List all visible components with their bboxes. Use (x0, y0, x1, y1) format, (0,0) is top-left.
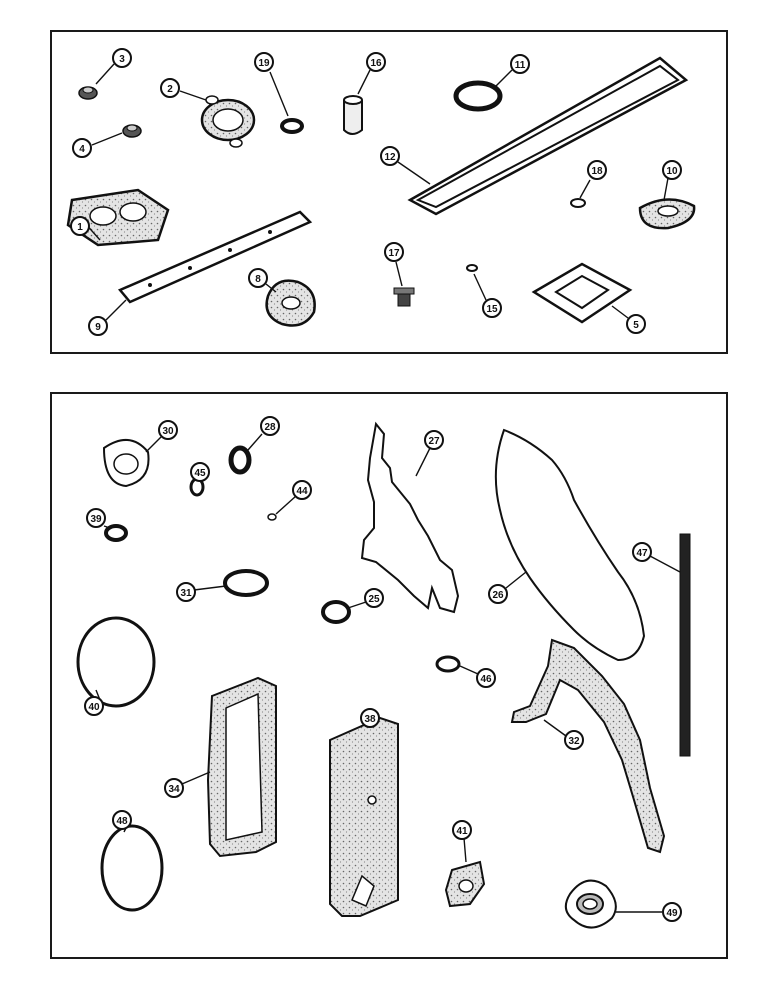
part-5-square-gasket (531, 262, 633, 324)
part-31-ring (223, 569, 269, 597)
part-12-long-gasket (407, 56, 689, 216)
svg-text:30: 30 (162, 426, 174, 437)
callout-40: 40 (84, 689, 104, 716)
part-48-ring (435, 655, 461, 673)
part-41-flange (444, 860, 486, 908)
svg-text:44: 44 (296, 486, 308, 497)
part-40-oring (76, 616, 156, 708)
svg-text:48: 48 (116, 816, 128, 827)
callout-10: 10 (662, 160, 682, 201)
svg-text:46: 46 (480, 674, 492, 685)
callout-47: 47 (632, 542, 681, 573)
callout-5: 5 (611, 305, 646, 334)
svg-text:19: 19 (258, 58, 270, 69)
callout-4: 4 (72, 132, 123, 158)
svg-text:16: 16 (370, 58, 382, 69)
part-38-cover-plate (329, 716, 399, 917)
callout-3: 3 (95, 48, 132, 85)
part-27-cover-gasket (360, 421, 460, 614)
callout-27: 27 (415, 430, 444, 477)
callout-1: 1 (70, 216, 101, 241)
callout-18: 18 (579, 160, 607, 199)
svg-text:1: 1 (77, 222, 83, 233)
callout-30: 30 (145, 420, 178, 453)
part-46-oring (100, 824, 164, 912)
callout-49: 49 (616, 902, 682, 922)
svg-text:27: 27 (428, 436, 440, 447)
svg-text:39: 39 (90, 514, 102, 525)
callout-25: 25 (347, 588, 384, 609)
part-30-gasket (102, 439, 150, 488)
callout-45: 45 (190, 462, 210, 482)
callout-39: 39 (86, 508, 111, 529)
part-11-seal (453, 80, 503, 112)
part-8-flange-gasket (265, 279, 316, 327)
svg-text:49: 49 (666, 908, 678, 919)
part-39-ring (104, 524, 128, 542)
svg-text:41: 41 (456, 826, 468, 837)
svg-text:38: 38 (364, 714, 376, 725)
callout-38: 38 (360, 708, 380, 728)
svg-text:40: 40 (88, 702, 100, 713)
callout-2: 2 (160, 78, 207, 101)
svg-text:18: 18 (591, 166, 603, 177)
svg-text:11: 11 (515, 60, 526, 71)
callout-8: 8 (248, 268, 277, 293)
part-15-washer (466, 264, 478, 272)
part-25-ring (321, 600, 351, 624)
svg-text:5: 5 (633, 320, 639, 331)
part-4-plug (122, 124, 142, 138)
callout-34: 34 (164, 771, 211, 798)
svg-text:15: 15 (486, 304, 498, 315)
part-10-oval-gasket (638, 198, 696, 230)
part-16-sleeve (343, 95, 363, 135)
callout-31: 31 (176, 582, 227, 602)
callout-46: 48 (112, 810, 132, 833)
svg-text:32: 32 (568, 736, 580, 747)
callout-44: 44 (275, 480, 312, 515)
part-3-plug (78, 86, 98, 100)
callout-41: 41 (452, 820, 472, 863)
svg-text:47: 47 (636, 548, 648, 559)
callout-28: 28 (247, 416, 280, 451)
svg-text:8: 8 (255, 274, 261, 285)
svg-text:17: 17 (388, 248, 400, 259)
svg-text:12: 12 (384, 152, 396, 163)
callout-48: 46 (459, 665, 496, 688)
svg-text:25: 25 (368, 594, 380, 605)
part-49-flange-gasket (564, 879, 617, 929)
svg-text:26: 26 (492, 590, 504, 601)
callout-16: 16 (357, 52, 386, 95)
part-2-round-gasket (200, 95, 256, 148)
callout-17: 17 (384, 242, 404, 287)
svg-text:10: 10 (666, 166, 678, 177)
callout-32: 32 (543, 719, 584, 750)
svg-text:2: 2 (167, 84, 173, 95)
part-26-housing-gasket (494, 428, 646, 662)
callout-19: 19 (254, 52, 289, 117)
part-18-oring (570, 198, 586, 208)
svg-text:45: 45 (194, 468, 206, 479)
svg-text:28: 28 (264, 422, 276, 433)
callout-12: 12 (380, 146, 431, 185)
svg-text:34: 34 (168, 784, 180, 795)
part-28-seal (228, 445, 252, 475)
svg-text:31: 31 (180, 588, 192, 599)
callout-9: 9 (88, 299, 127, 336)
part-47-rope-seal (679, 533, 691, 757)
part-32-rear-gasket (510, 638, 666, 854)
svg-text:9: 9 (95, 322, 101, 333)
callout-15: 15 (473, 273, 502, 318)
part-9-side-gasket (117, 210, 313, 304)
callout-26: 26 (488, 571, 527, 604)
svg-text:3: 3 (119, 54, 125, 65)
part-19-ring (280, 118, 304, 134)
part-44-ring (267, 513, 277, 521)
callout-11: 11 (495, 54, 530, 87)
part-34-cooler-gasket (206, 676, 277, 858)
part-17-fitting (393, 287, 415, 307)
svg-text:4: 4 (79, 144, 85, 155)
